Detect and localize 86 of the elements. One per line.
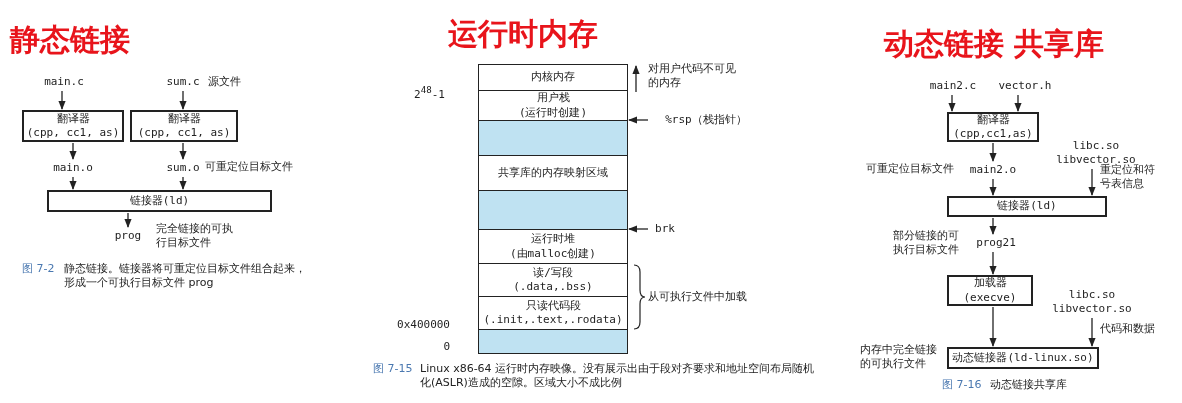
memory-segment (478, 64, 628, 91)
arrow (628, 225, 649, 233)
address-label: 0x400000 (396, 318, 450, 333)
file-label: libc.so libvector.so (1042, 287, 1142, 317)
process-box (947, 275, 1033, 306)
memory-gap-region (478, 120, 628, 156)
annotation: 完全链接的可执行目标文件 (156, 222, 234, 251)
process-box (947, 112, 1039, 142)
box-label: (cpp, cc1, as) (26, 126, 120, 141)
box-label: 翻译器 (976, 112, 1010, 127)
figure-caption: Linux x86-64 运行时内存映像。没有展示出由于段对齐要求和地址空间布局随机化(ASLR)造成的空隙。区域大小不成比例 (420, 362, 816, 391)
box-label: 加载器 (973, 276, 1007, 291)
arrow (1088, 168, 1096, 196)
box-label: (由malloc创建) (510, 246, 596, 261)
file-label: main.o (47, 160, 99, 176)
memory-gap-region (478, 329, 628, 354)
arrow (989, 178, 997, 196)
panel-title: 动态链接 共享库 (884, 25, 1106, 63)
arrow (179, 142, 187, 160)
process-box (22, 110, 124, 142)
box-label: 运行时堆 (531, 232, 575, 247)
file-label: prog21 (970, 235, 1022, 251)
file-label: main.c (38, 74, 90, 90)
annotation: 部分链接的可执行目标文件 (893, 229, 960, 258)
arrow (58, 90, 66, 110)
process-box (47, 190, 272, 212)
annotation: 可重定位目标文件 (205, 160, 294, 175)
memory-gap-region (478, 190, 628, 230)
figure-caption: 静态链接。链接器将可重定位目标文件组合起来，形成一个可执行目标文件 prog (64, 262, 307, 291)
address-label: 2$^{48}$-1 (413, 84, 445, 102)
box-label: 读/写段 (533, 265, 573, 280)
arrow (124, 212, 132, 228)
arrow (1088, 317, 1096, 347)
file-label: sum.c (158, 74, 208, 90)
arrow (989, 306, 997, 347)
box-label: (cpp,cc1,as) (953, 127, 1033, 142)
box-label: 只读代码段 (525, 298, 581, 313)
box-label: (.init,.text,.rodata) (483, 313, 623, 328)
arrow (628, 116, 649, 124)
file-label: main2.c (922, 78, 984, 94)
file-label: prog (106, 228, 150, 244)
annotation: 从可执行文件中加载 (648, 290, 748, 305)
file-label: brk (650, 221, 680, 237)
file-label: %rsp（栈指针） (650, 112, 762, 128)
arrow (989, 251, 997, 275)
figure-caption: 动态链接共享库 (990, 378, 1068, 393)
box-label: 内核内存 (531, 70, 575, 85)
memory-segment (478, 296, 628, 330)
memory-segment (478, 229, 628, 264)
arrow (989, 142, 997, 162)
box-label: 翻译器 (56, 111, 90, 126)
file-label: main2.o (962, 162, 1024, 178)
arrow (989, 217, 997, 235)
box-label: (cpp, cc1, as) (137, 126, 231, 141)
memory-segment (478, 155, 628, 191)
annotation: 源文件 (208, 75, 242, 90)
arrow (179, 176, 187, 190)
memory-segment (478, 90, 628, 121)
figure-number: 图 7-2 (22, 262, 56, 277)
process-box (947, 196, 1107, 217)
figure-number: 图 7-16 (942, 378, 983, 393)
process-box (947, 347, 1099, 369)
arrow (948, 94, 956, 112)
arrow (69, 142, 77, 160)
arrow (69, 176, 77, 190)
memory-segment (478, 263, 628, 297)
panel-title: 运行时内存 (448, 15, 599, 53)
figure-number: 图 7-15 (373, 362, 414, 377)
box-label: 翻译器 (167, 111, 201, 126)
file-label: vector.h (990, 78, 1060, 94)
box-label: 链接器(ld) (997, 199, 1057, 214)
annotation: 内存中完全链接的可执行文件 (860, 343, 938, 372)
arrow (1014, 94, 1022, 112)
annotation: 对用户代码不可见的内存 (648, 62, 737, 91)
box-label: 动态链接器(ld-linux.so) (952, 350, 1094, 366)
box-label: 用户栈 (536, 91, 570, 106)
panel-title: 静态链接 (10, 21, 131, 59)
box-label: 共享库的内存映射区域 (498, 165, 608, 181)
address-label: 0 (442, 340, 450, 355)
box-label: (.data,.bss) (513, 280, 593, 295)
annotation: 可重定位目标文件 (866, 162, 955, 177)
process-box (130, 110, 238, 142)
box-label: (运行时创建) (518, 105, 588, 120)
box-label: (execve) (963, 290, 1017, 305)
box-label: 链接器(ld) (129, 193, 190, 209)
arrow (179, 90, 187, 110)
